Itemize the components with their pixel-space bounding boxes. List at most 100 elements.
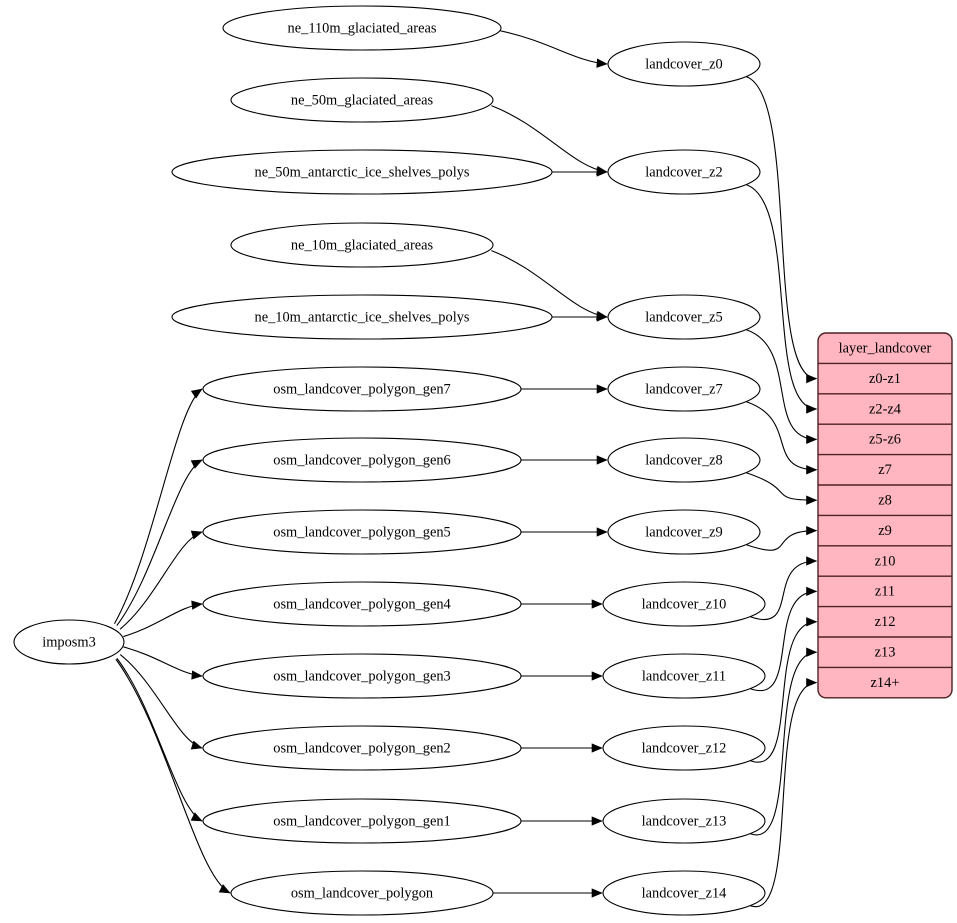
edge-arrowhead: [190, 459, 203, 469]
node-ne_50m_antarctic_ice_shelves_polys[interactable]: ne_50m_antarctic_ice_shelves_polys: [171, 149, 553, 195]
edge-landcover_z10-to-layer_landcover-z10: [750, 556, 818, 620]
node-ellipse: [607, 149, 761, 195]
edge-ne_10m_antarctic_ice_shelves_polys-to-landcover_z5: [552, 312, 608, 322]
edge-osm_landcover_polygon_gen6-to-landcover_z8: [520, 455, 608, 465]
edge-imposm3-to-osm_landcover_polygon: [115, 658, 231, 894]
edge-arrowhead: [591, 816, 603, 826]
edge-landcover_z7-to-layer_landcover-z7: [746, 401, 818, 475]
edge-arrowhead: [806, 465, 818, 475]
node-label: landcover_z5: [645, 309, 723, 325]
edge-path: [750, 621, 817, 763]
edge-landcover_z2-to-layer_landcover-z2-z4: [746, 184, 818, 414]
edge-path: [750, 560, 817, 620]
node-ellipse: [230, 222, 494, 268]
node-ellipse: [171, 294, 553, 340]
table-row-z10[interactable]: z10: [875, 553, 896, 569]
edge-arrowhead: [806, 556, 818, 566]
node-osm_landcover_polygon_gen2[interactable]: osm_landcover_polygon_gen2: [202, 725, 522, 771]
node-landcover_z7[interactable]: landcover_z7: [607, 366, 761, 412]
edge-landcover_z9-to-layer_landcover-z9: [746, 525, 818, 551]
edge-imposm3-to-osm_landcover_polygon_gen2: [119, 654, 203, 750]
node-osm_landcover_polygon_gen5[interactable]: osm_landcover_polygon_gen5: [202, 509, 522, 555]
node-landcover_z2[interactable]: landcover_z2: [607, 149, 761, 195]
node-ne_50m_glaciated_areas[interactable]: ne_50m_glaciated_areas: [230, 77, 494, 123]
table-row-z12[interactable]: z12: [875, 614, 896, 630]
node-osm_landcover_polygon_gen3[interactable]: osm_landcover_polygon_gen3: [202, 653, 522, 699]
node-landcover_z10[interactable]: landcover_z10: [602, 581, 766, 627]
node-ellipse: [230, 870, 494, 916]
edge-imposm3-to-osm_landcover_polygon_gen4: [123, 600, 203, 638]
table-row-z13[interactable]: z13: [875, 644, 896, 660]
edge-arrowhead: [806, 434, 818, 445]
edge-arrowhead: [806, 495, 818, 505]
node-landcover_z5[interactable]: landcover_z5: [607, 294, 761, 340]
node-osm_landcover_polygon_gen7[interactable]: osm_landcover_polygon_gen7: [202, 366, 522, 412]
node-ellipse: [230, 77, 494, 123]
edge-arrowhead: [218, 884, 231, 894]
edge-path: [750, 651, 817, 836]
node-ne_10m_glaciated_areas[interactable]: ne_10m_glaciated_areas: [230, 222, 494, 268]
node-landcover_z14[interactable]: landcover_z14: [602, 870, 766, 916]
node-label: landcover_z12: [642, 740, 727, 756]
node-label: landcover_z2: [645, 164, 723, 180]
edge-arrowhead: [190, 812, 203, 822]
edge-arrowhead: [806, 404, 818, 414]
node-landcover_z8[interactable]: landcover_z8: [607, 437, 761, 483]
edge-arrowhead: [596, 312, 608, 322]
node-landcover_z11[interactable]: landcover_z11: [602, 653, 766, 699]
edge-arrowhead: [596, 455, 608, 465]
node-label: osm_landcover_polygon_gen4: [273, 596, 450, 612]
edge-path: [113, 388, 203, 625]
node-ellipse: [222, 5, 502, 51]
edge-path: [746, 76, 817, 380]
node-osm_landcover_polygon[interactable]: osm_landcover_polygon: [230, 870, 494, 916]
node-landcover_z0[interactable]: landcover_z0: [607, 41, 761, 87]
node-ellipse: [202, 509, 522, 555]
edge-arrowhead: [596, 527, 608, 537]
node-label: osm_landcover_polygon: [291, 885, 433, 901]
edge-landcover_z5-to-layer_landcover-z5-z6: [746, 329, 818, 445]
edge-osm_landcover_polygon_gen1-to-landcover_z13: [521, 816, 603, 826]
edge-arrowhead: [806, 617, 818, 627]
table-row-z5-z6[interactable]: z5-z6: [869, 432, 901, 448]
node-ellipse: [607, 294, 761, 340]
edge-arrowhead: [806, 647, 818, 657]
node-ellipse: [202, 581, 522, 627]
node-label: landcover_z13: [642, 813, 727, 829]
node-landcover_z13[interactable]: landcover_z13: [602, 798, 766, 844]
table-row-z0-z1[interactable]: z0-z1: [869, 371, 901, 387]
table-row-z14+[interactable]: z14+: [871, 675, 900, 691]
edge-path: [115, 658, 231, 894]
node-ne_110m_glaciated_areas[interactable]: ne_110m_glaciated_areas: [222, 5, 502, 51]
table-row-z11[interactable]: z11: [875, 584, 895, 600]
table-row-z2-z4[interactable]: z2-z4: [869, 401, 901, 417]
table-row-z9[interactable]: z9: [878, 523, 892, 539]
node-landcover_z9[interactable]: landcover_z9: [607, 509, 761, 555]
table-header-label: layer_landcover: [839, 340, 932, 356]
edge-landcover_z11-to-layer_landcover-z11: [750, 586, 818, 692]
edge-landcover_z12-to-layer_landcover-z12: [750, 617, 818, 763]
edge-path: [491, 105, 608, 173]
edge-path: [750, 590, 817, 692]
node-ellipse: [202, 725, 522, 771]
node-landcover_z12[interactable]: landcover_z12: [602, 725, 766, 771]
node-ellipse: [202, 653, 522, 699]
node-osm_landcover_polygon_gen6[interactable]: osm_landcover_polygon_gen6: [202, 437, 522, 483]
node-osm_landcover_polygon_gen1[interactable]: osm_landcover_polygon_gen1: [202, 798, 522, 844]
edge-imposm3-to-osm_landcover_polygon_gen6: [116, 459, 203, 626]
edge-ne_110m_glaciated_areas-to-landcover_z0: [500, 30, 608, 68]
node-label: osm_landcover_polygon_gen3: [273, 668, 450, 684]
table-row-z7[interactable]: z7: [878, 462, 892, 478]
node-label: ne_10m_antarctic_ice_shelves_polys: [255, 309, 470, 325]
node-label: osm_landcover_polygon_gen7: [273, 381, 450, 397]
node-label: landcover_z0: [645, 56, 723, 72]
node-imposm3[interactable]: imposm3: [13, 619, 125, 665]
edge-arrowhead: [591, 743, 603, 753]
edge-arrowhead: [596, 58, 608, 68]
node-ne_10m_antarctic_ice_shelves_polys[interactable]: ne_10m_antarctic_ice_shelves_polys: [171, 294, 553, 340]
node-label: landcover_z7: [645, 381, 723, 397]
table-row-z8[interactable]: z8: [878, 492, 892, 508]
node-osm_landcover_polygon_gen4[interactable]: osm_landcover_polygon_gen4: [202, 581, 522, 627]
node-label: osm_landcover_polygon_gen5: [273, 524, 450, 540]
layer-landcover-table[interactable]: layer_landcover z0-z1 z2-z4 z5-z6 z7 z8 z9 z10 z…: [817, 332, 953, 699]
